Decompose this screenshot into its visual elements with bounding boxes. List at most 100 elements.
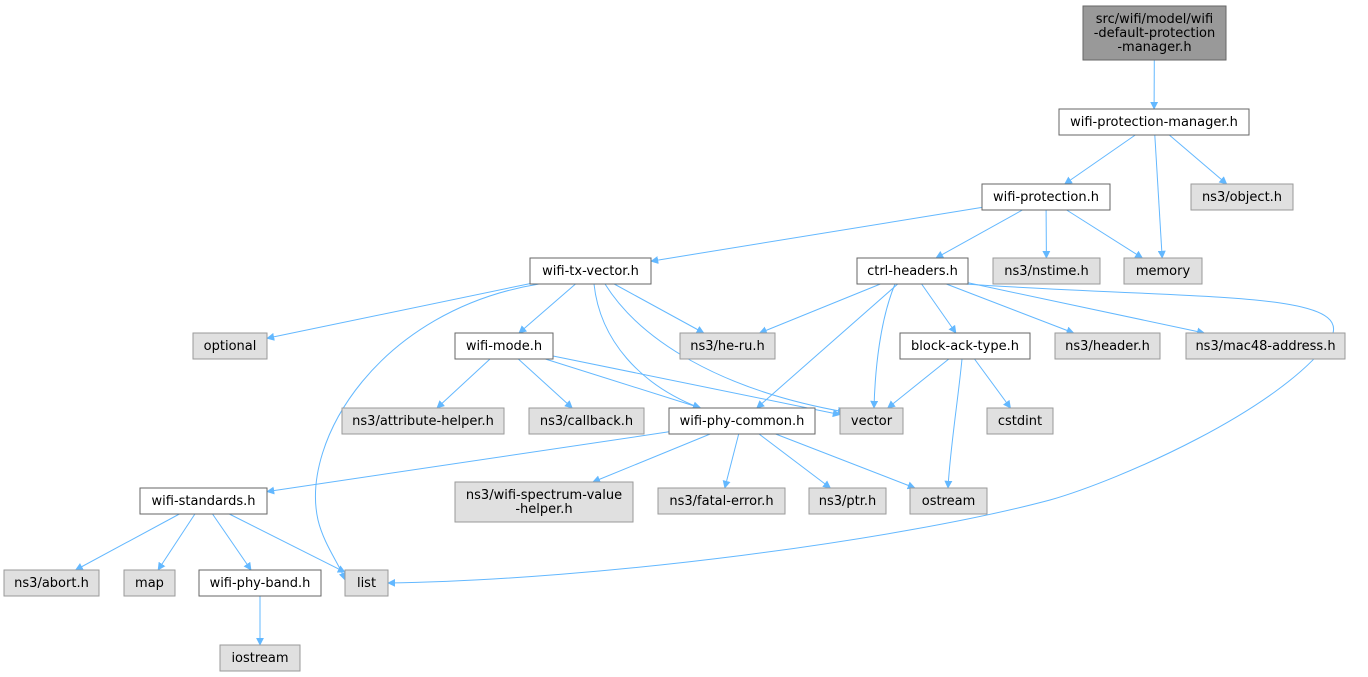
node-label: block-ack-type.h: [911, 339, 1019, 354]
node-box: [1082, 5, 1227, 61]
edge-ctrl-to-heru: [758, 283, 881, 335]
node-fatal: ns3/fatal-error.h: [657, 487, 786, 515]
edge-mode-to-vector: [552, 355, 841, 418]
edge-phy-to-ostream: [775, 433, 916, 490]
node-spec: ns3/wifi-spectrum-value-helper.h: [454, 481, 634, 523]
node-box: [992, 257, 1101, 285]
edge-std-to-band: [212, 513, 252, 571]
node-txv[interactable]: wifi-tx-vector.h: [529, 257, 652, 285]
edge-phy-to-fatal: [722, 433, 740, 489]
edge-txv-to-list: [315, 283, 540, 581]
node-label: ns3/he-ru.h: [690, 339, 765, 354]
edge-txv-to-phy: [593, 283, 701, 410]
edge-wpm-to-memory: [1154, 134, 1166, 259]
edge-wpm-to-obj: [1168, 134, 1228, 185]
node-root[interactable]: src/wifi/model/wifi-default-protection-m…: [1082, 5, 1227, 61]
node-nstime: ns3/nstime.h: [992, 257, 1101, 285]
edge-mode-to-attr: [436, 358, 491, 409]
node-mac48: ns3/mac48-address.h: [1185, 332, 1346, 360]
node-label: vector: [851, 414, 893, 429]
edge-std-to-list: [229, 513, 346, 573]
node-optional: optional: [192, 332, 268, 360]
node-wpm[interactable]: wifi-protection-manager.h: [1058, 108, 1250, 136]
node-box: [123, 569, 176, 597]
node-box: [1058, 108, 1250, 136]
node-label: wifi-standards.h: [152, 494, 256, 509]
node-label: -manager.h: [1117, 40, 1191, 55]
node-label: map: [135, 576, 164, 591]
node-box: [1185, 332, 1346, 360]
node-label: list: [357, 576, 376, 591]
edge-wp-to-txv: [650, 206, 983, 264]
edge-std-to-abort: [74, 513, 180, 571]
node-label: optional: [204, 339, 257, 354]
node-label: ns3/wifi-spectrum-value: [466, 488, 622, 503]
node-label: ns3/callback.h: [540, 414, 633, 429]
node-box: [679, 332, 776, 360]
edge-bat-to-ostream: [944, 358, 963, 489]
node-label: -default-protection: [1094, 26, 1216, 41]
node-bat[interactable]: block-ack-type.h: [899, 332, 1031, 360]
node-label: iostream: [231, 651, 288, 666]
node-ctrl[interactable]: ctrl-headers.h: [856, 257, 969, 285]
edge-bat-to-vector: [887, 358, 950, 409]
edge-wpm-to-wp: [1064, 134, 1136, 185]
node-box: [344, 569, 389, 597]
node-box: [192, 332, 268, 360]
node-label: memory: [1136, 264, 1191, 279]
node-box: [909, 487, 988, 515]
node-label: wifi-protection.h: [993, 190, 1099, 205]
node-box: [808, 487, 887, 515]
node-label: ns3/ptr.h: [819, 494, 877, 509]
node-mode[interactable]: wifi-mode.h: [454, 332, 554, 360]
node-box: [899, 332, 1031, 360]
edge-ctrl-to-phy: [756, 283, 899, 409]
edge-mode-to-phy: [545, 358, 702, 410]
node-band[interactable]: wifi-phy-band.h: [198, 569, 322, 597]
node-attr: ns3/attribute-helper.h: [341, 407, 505, 435]
node-box: [668, 407, 816, 435]
node-cstdint: cstdint: [986, 407, 1054, 435]
node-label: wifi-phy-common.h: [680, 414, 805, 429]
node-ostream: ostream: [909, 487, 988, 515]
edge-ctrl-to-list: [387, 283, 1335, 587]
node-box: [1054, 332, 1161, 360]
node-map: map: [123, 569, 176, 597]
node-label: wifi-protection-manager.h: [1070, 115, 1238, 130]
edge-ctrl-to-mac48: [967, 282, 1206, 336]
edge-txv-to-heru: [613, 283, 705, 334]
edge-ctrl-to-bat: [921, 283, 957, 334]
node-obj: ns3/object.h: [1190, 183, 1294, 211]
node-label: wifi-phy-band.h: [210, 576, 311, 591]
node-std[interactable]: wifi-standards.h: [139, 487, 268, 515]
edge-wp-to-memory: [1066, 209, 1144, 259]
node-label: ns3/header.h: [1065, 339, 1150, 354]
node-box: [839, 407, 904, 435]
node-callback: ns3/callback.h: [528, 407, 645, 435]
edge-std-to-map: [157, 513, 196, 571]
node-box: [657, 487, 786, 515]
edges: [74, 59, 1335, 646]
node-label: ns3/attribute-helper.h: [352, 414, 494, 429]
edge-phy-to-ptr: [758, 433, 832, 489]
node-box: [1123, 257, 1203, 285]
edge-phy-to-std: [266, 431, 670, 495]
node-label: wifi-mode.h: [466, 339, 542, 354]
node-vector: vector: [839, 407, 904, 435]
node-label: wifi-tx-vector.h: [542, 264, 639, 279]
node-phy[interactable]: wifi-phy-common.h: [668, 407, 816, 435]
node-label: ctrl-headers.h: [867, 264, 958, 279]
node-label: ns3/nstime.h: [1004, 264, 1088, 279]
node-iostream: iostream: [219, 644, 301, 672]
node-wp[interactable]: wifi-protection.h: [981, 183, 1111, 211]
node-box: [198, 569, 322, 597]
node-box: [3, 569, 100, 597]
edge-txv-to-optional: [266, 283, 531, 341]
edge-phy-to-spec: [592, 433, 711, 483]
node-box: [454, 332, 554, 360]
node-header: ns3/header.h: [1054, 332, 1161, 360]
node-label: ostream: [922, 494, 976, 509]
edge-txv-to-vector: [604, 283, 846, 415]
edge-wp-to-ctrl: [935, 209, 1023, 259]
node-box: [856, 257, 969, 285]
